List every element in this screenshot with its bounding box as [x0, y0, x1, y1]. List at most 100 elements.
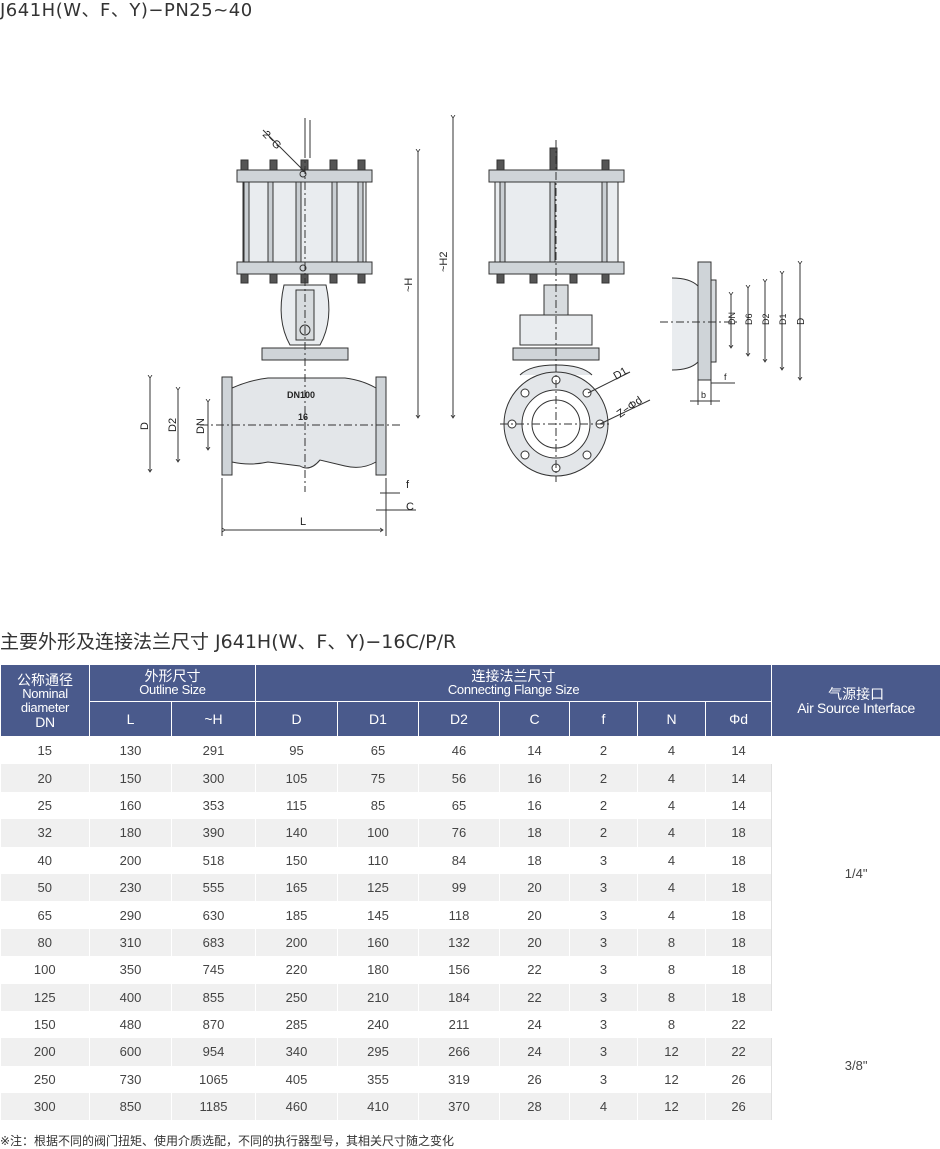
- table-cell: 210: [338, 984, 419, 1011]
- table-cell: 125: [1, 984, 90, 1011]
- table-cell: 185: [256, 901, 338, 928]
- header-air-source: 气源接口 Air Source Interface: [772, 665, 940, 737]
- table-cell: 200: [1, 1038, 90, 1065]
- table-cell: 555: [172, 874, 256, 901]
- table-cell: 211: [419, 1011, 500, 1038]
- table-cell: 110: [338, 847, 419, 874]
- table-cell: 2: [570, 819, 638, 846]
- table-cell: 1185: [172, 1093, 256, 1120]
- table-cell: 65: [419, 792, 500, 819]
- header-outline-size: 外形尺寸 Outline Size: [90, 665, 256, 702]
- table-cell: 4: [638, 792, 706, 819]
- table-cell: 18: [706, 956, 772, 983]
- table-cell: 15: [1, 737, 90, 765]
- table-cell: 285: [256, 1011, 338, 1038]
- header-dn: 公称通径 Nominal diameter DN: [1, 665, 90, 737]
- header-flange-size: 连接法兰尺寸 Connecting Flange Size: [256, 665, 772, 702]
- table-cell: 65: [1, 901, 90, 928]
- air-source-cell: 1/4": [772, 737, 940, 1011]
- table-cell: 4: [638, 819, 706, 846]
- table-cell: 20: [500, 929, 570, 956]
- table-cell: 3: [570, 929, 638, 956]
- table-cell: 14: [706, 792, 772, 819]
- table-cell: 353: [172, 792, 256, 819]
- table-cell: 355: [338, 1066, 419, 1093]
- table-cell: 400: [90, 984, 172, 1011]
- label-flange-dn: DN: [727, 312, 737, 325]
- table-cell: 8: [638, 984, 706, 1011]
- table-cell: 8: [638, 956, 706, 983]
- table-cell: 84: [419, 847, 500, 874]
- table-cell: 50: [1, 874, 90, 901]
- table-cell: 100: [1, 956, 90, 983]
- label-h2: ~H2: [438, 252, 450, 273]
- label-flange-d: D: [796, 318, 807, 325]
- subheader-cell: D2: [419, 702, 500, 737]
- label-flange-d6: D6: [744, 313, 754, 325]
- table-cell: 165: [256, 874, 338, 901]
- table-cell: 3: [570, 956, 638, 983]
- table-cell: 3: [570, 1011, 638, 1038]
- table-cell: 75: [338, 764, 419, 791]
- table-cell: 4: [638, 901, 706, 928]
- table-cell: 184: [419, 984, 500, 1011]
- subheader-cell: f: [570, 702, 638, 737]
- table-cell: 290: [90, 901, 172, 928]
- table-cell: 150: [256, 847, 338, 874]
- table-cell: 65: [338, 737, 419, 765]
- subheader-cell: D: [256, 702, 338, 737]
- table-cell: 12: [638, 1066, 706, 1093]
- table-cell: 250: [1, 1066, 90, 1093]
- table-cell: 200: [90, 847, 172, 874]
- table-cell: 100: [338, 819, 419, 846]
- table-cell: 14: [706, 764, 772, 791]
- subheader-cell: ~H: [172, 702, 256, 737]
- table-cell: 518: [172, 847, 256, 874]
- table-cell: 480: [90, 1011, 172, 1038]
- table-cell: 266: [419, 1038, 500, 1065]
- table-cell: 46: [419, 737, 500, 765]
- table-cell: 291: [172, 737, 256, 765]
- dimension-table: 公称通径 Nominal diameter DN 外形尺寸 Outline Si…: [0, 664, 940, 1120]
- table-cell: 115: [256, 792, 338, 819]
- label-dn: DN: [195, 418, 207, 434]
- subheader-cell: L: [90, 702, 172, 737]
- table-cell: 745: [172, 956, 256, 983]
- label-f: f: [406, 479, 410, 491]
- table-cell: 4: [638, 764, 706, 791]
- table-cell: 18: [706, 901, 772, 928]
- table-cell: 3: [570, 1066, 638, 1093]
- label-d: D: [139, 422, 151, 430]
- table-cell: 730: [90, 1066, 172, 1093]
- table-cell: 683: [172, 929, 256, 956]
- table-cell: 319: [419, 1066, 500, 1093]
- label-flange-f: f: [724, 372, 727, 382]
- table-cell: 390: [172, 819, 256, 846]
- label-h: ~H: [403, 278, 415, 292]
- table-cell: 4: [638, 874, 706, 901]
- table-cell: 250: [256, 984, 338, 1011]
- label-zphid: Z−Φd: [615, 395, 645, 421]
- label-flange-d1: D1: [778, 313, 788, 325]
- label-body-dn: DN100: [287, 390, 315, 400]
- table-cell: 24: [500, 1011, 570, 1038]
- table-cell: 56: [419, 764, 500, 791]
- table-cell: 130: [90, 737, 172, 765]
- table-cell: 14: [500, 737, 570, 765]
- table-cell: 3: [570, 1038, 638, 1065]
- label-body-pn: 16: [298, 412, 308, 422]
- table-cell: 370: [419, 1093, 500, 1120]
- table-cell: 4: [638, 847, 706, 874]
- table-cell: 340: [256, 1038, 338, 1065]
- table-cell: 95: [256, 737, 338, 765]
- table-cell: 12: [638, 1038, 706, 1065]
- table-cell: 240: [338, 1011, 419, 1038]
- table-cell: 300: [1, 1093, 90, 1120]
- label-l: L: [300, 516, 306, 528]
- table-cell: 150: [1, 1011, 90, 1038]
- table-cell: 18: [706, 819, 772, 846]
- table-cell: 80: [1, 929, 90, 956]
- table-cell: 850: [90, 1093, 172, 1120]
- table-cell: 24: [500, 1038, 570, 1065]
